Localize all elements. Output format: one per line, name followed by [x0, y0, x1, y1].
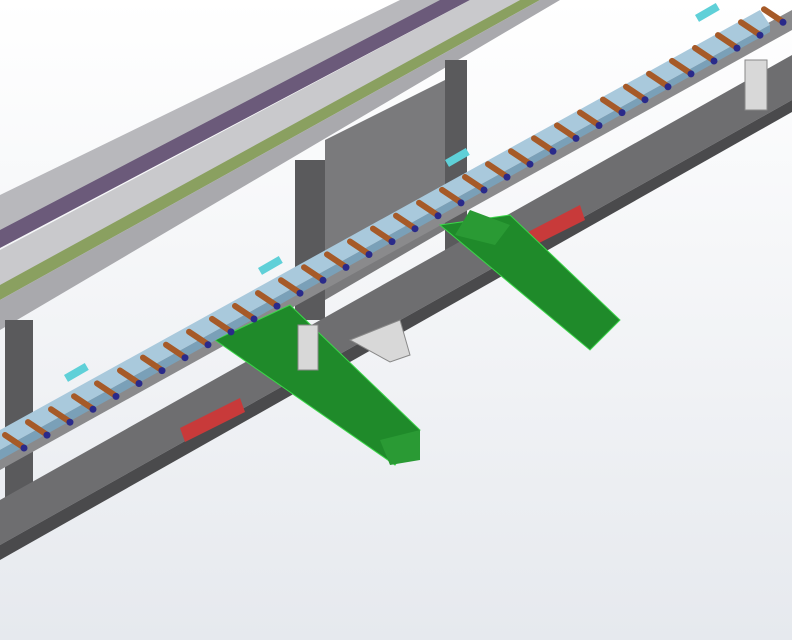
roller — [393, 212, 417, 231]
selected-bracket-right[interactable] — [438, 210, 621, 351]
roller — [485, 161, 509, 180]
roller-end-cap — [779, 18, 787, 26]
roller — [347, 238, 371, 257]
roller-end-cap — [365, 251, 373, 258]
roller-end-cap — [89, 405, 97, 413]
roller — [186, 328, 210, 347]
roller-end-cap — [503, 173, 511, 181]
roller — [577, 109, 601, 128]
roller — [2, 432, 26, 450]
mount-plate — [297, 59, 768, 371]
roller — [140, 354, 164, 373]
roller-end-cap — [250, 315, 258, 323]
pneumatic-cylinder — [64, 2, 720, 382]
roller-end-cap — [710, 57, 718, 65]
roller-end-cap — [388, 238, 396, 246]
roller — [439, 186, 463, 205]
roller — [209, 315, 233, 334]
roller — [71, 393, 95, 412]
roller — [232, 303, 256, 321]
roller-end-cap — [457, 199, 465, 207]
conveyor-rollers — [2, 6, 787, 452]
roller — [531, 135, 555, 154]
roller — [278, 277, 302, 296]
roller-end-cap — [664, 83, 672, 91]
roller — [715, 32, 739, 51]
roller — [117, 367, 141, 386]
roller-end-cap — [526, 160, 534, 168]
roller-end-cap — [273, 302, 281, 310]
roller-end-cap — [319, 276, 327, 284]
roller-end-cap — [43, 431, 51, 439]
roller-end-cap — [756, 31, 764, 39]
roller — [692, 45, 716, 63]
roller — [554, 122, 578, 141]
roller — [646, 70, 670, 89]
roller — [324, 251, 348, 270]
roller-end-cap — [342, 263, 350, 271]
roller — [416, 199, 440, 218]
roller-end-cap — [434, 212, 442, 220]
roller-end-cap — [181, 354, 189, 362]
roller — [163, 341, 187, 360]
roller-end-cap — [618, 109, 626, 117]
roller-end-cap — [227, 328, 235, 336]
roller-end-cap — [135, 380, 143, 387]
roller-end-cap — [20, 444, 28, 452]
roller — [761, 6, 785, 25]
roller-end-cap — [158, 367, 166, 375]
roller-end-cap — [687, 70, 695, 78]
roller-end-cap — [112, 392, 120, 400]
roller — [25, 419, 49, 438]
roller-end-cap — [204, 341, 212, 349]
roller-end-cap — [572, 134, 580, 142]
roller — [94, 380, 118, 399]
selected-bracket-left[interactable] — [214, 304, 421, 466]
roller-end-cap — [733, 44, 741, 52]
roller — [508, 148, 532, 167]
roller — [48, 406, 72, 425]
roller — [600, 96, 624, 115]
roller — [255, 290, 279, 309]
roller-end-cap — [66, 418, 74, 426]
conveyor-rail — [0, 10, 770, 460]
roller — [623, 83, 647, 102]
roller-end-cap — [595, 122, 603, 129]
roller — [669, 57, 693, 76]
roller-end-cap — [480, 186, 488, 194]
roller-end-cap — [411, 225, 419, 233]
roller-end-cap — [549, 147, 557, 155]
upper-overhead-beam — [0, 0, 560, 330]
roller — [738, 19, 762, 38]
roller-end-cap — [641, 96, 649, 104]
red-bracket — [180, 205, 585, 442]
roller-end-cap — [296, 289, 304, 297]
roller — [370, 225, 394, 244]
roller — [462, 174, 486, 192]
roller — [301, 264, 325, 283]
